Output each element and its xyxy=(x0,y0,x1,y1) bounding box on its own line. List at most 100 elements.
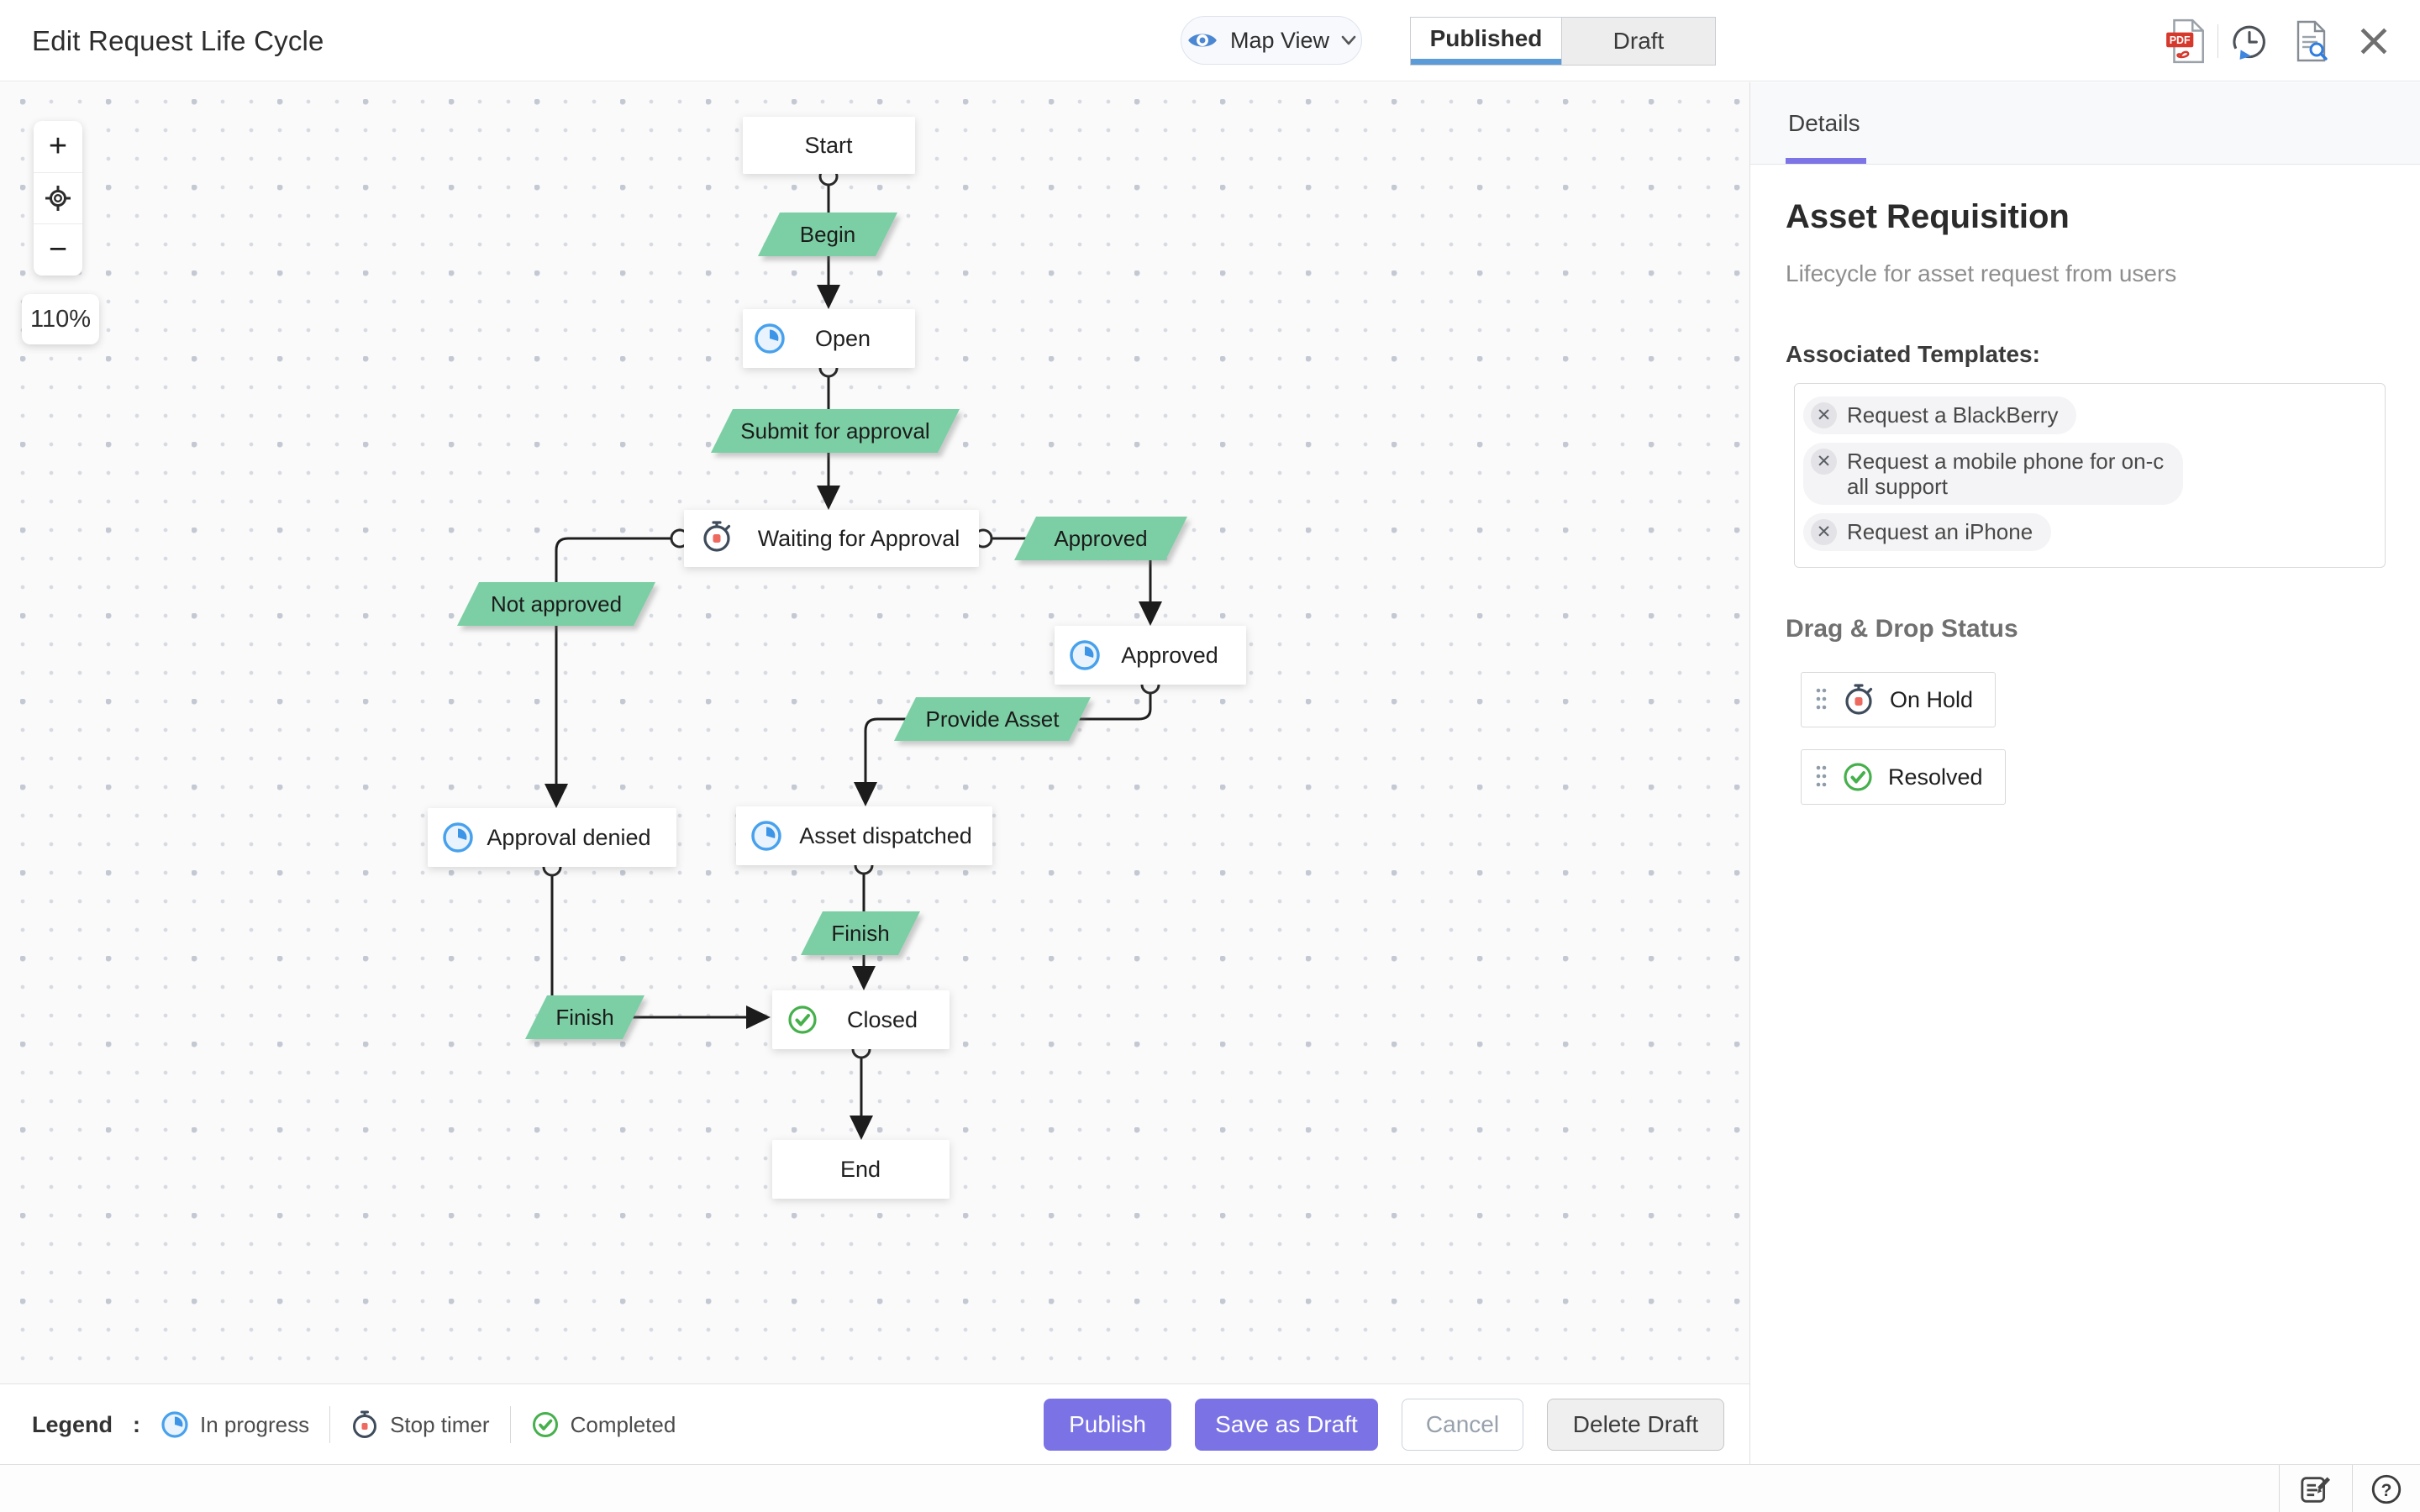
associated-templates-box[interactable]: ✕ Request a BlackBerry ✕ Request a mobil… xyxy=(1794,383,2386,568)
tab-details[interactable]: Details xyxy=(1788,110,1860,136)
node-label: Open xyxy=(815,326,871,351)
stop-timer-icon xyxy=(703,521,731,552)
node-end[interactable]: End xyxy=(772,1140,950,1199)
footer-divider xyxy=(2352,1465,2353,1512)
remove-template-icon[interactable]: ✕ xyxy=(1811,519,1837,545)
save-as-draft-button[interactable]: Save as Draft xyxy=(1195,1399,1378,1451)
delete-draft-button[interactable]: Delete Draft xyxy=(1547,1399,1724,1451)
legend-colon: : xyxy=(133,1411,141,1437)
document-search-icon xyxy=(2296,20,2328,61)
in-progress-icon xyxy=(755,323,785,354)
close-icon xyxy=(2360,28,2387,54)
transition-not-approved[interactable]: Not approved xyxy=(457,582,655,626)
in-progress-icon xyxy=(1070,640,1100,670)
transition-finish-right[interactable]: Finish xyxy=(801,911,920,955)
zoom-in-button[interactable]: + xyxy=(48,128,68,164)
transition-finish-left[interactable]: Finish xyxy=(525,995,644,1039)
history-button[interactable] xyxy=(2218,0,2281,81)
legend: Legend : In progress Stop timer xyxy=(32,1384,676,1465)
center-target-icon xyxy=(45,186,71,211)
legend-item-label: Stop timer xyxy=(390,1411,490,1437)
flowchart: Begin Submit for approval Approved Not a… xyxy=(428,117,1246,1199)
legend-divider xyxy=(329,1406,331,1443)
draggable-status-on-hold[interactable]: On Hold xyxy=(1801,672,1996,727)
transition-label: Finish xyxy=(555,1005,613,1030)
completed-icon xyxy=(788,1005,817,1034)
edge-waiting-denied xyxy=(555,537,672,786)
eye-icon xyxy=(1188,34,1217,47)
in-progress-icon xyxy=(161,1411,188,1438)
node-label: End xyxy=(840,1157,881,1182)
node-waiting-for-approval[interactable]: Waiting for Approval xyxy=(684,510,979,567)
transition-label: Begin xyxy=(800,222,856,247)
legend-item-stop-timer: Stop timer xyxy=(350,1409,490,1441)
node-closed[interactable]: Closed xyxy=(772,990,950,1049)
legend-item-completed: Completed xyxy=(531,1410,676,1439)
template-chip-label: Request a BlackBerry xyxy=(1847,402,2059,428)
node-open[interactable]: Open xyxy=(743,309,915,368)
view-selector[interactable]: Map View xyxy=(1181,16,1362,65)
bottom-action-bar: Legend : In progress Stop timer xyxy=(0,1383,1749,1464)
status-label: Resolved xyxy=(1888,764,1983,790)
zoom-controls: + − xyxy=(34,121,82,276)
node-label: Asset dispatched xyxy=(799,823,972,848)
stop-timer-icon xyxy=(353,1410,377,1438)
remove-template-icon[interactable]: ✕ xyxy=(1811,402,1837,428)
top-bar: Edit Request Life Cycle Map View Publish… xyxy=(0,0,2420,81)
draggable-status-resolved[interactable]: Resolved xyxy=(1801,749,2006,805)
action-buttons: Publish Save as Draft Cancel Delete Draf… xyxy=(1044,1399,1724,1451)
associated-templates-label: Associated Templates: xyxy=(1786,341,2040,367)
publish-button[interactable]: Publish xyxy=(1044,1399,1171,1451)
help-icon: ? xyxy=(2371,1474,2402,1504)
completed-icon xyxy=(532,1412,558,1437)
close-button[interactable] xyxy=(2343,0,2405,81)
transition-label: Submit for approval xyxy=(740,418,929,444)
flowchart-canvas[interactable]: + − 110% xyxy=(0,82,1749,1383)
details-panel-body: Asset Requisition Lifecycle for asset re… xyxy=(1750,165,2420,805)
legend-item-label: Completed xyxy=(570,1411,676,1437)
in-progress-icon xyxy=(751,821,781,851)
transition-provide-asset[interactable]: Provide Asset xyxy=(894,697,1091,741)
lifecycle-description: Lifecycle for asset request from users xyxy=(1786,260,2177,286)
node-start[interactable]: Start xyxy=(743,117,915,174)
legend-item-in-progress: In progress xyxy=(160,1410,309,1439)
page-title: Edit Request Life Cycle xyxy=(32,24,324,56)
node-asset-dispatched[interactable]: Asset dispatched xyxy=(736,806,992,865)
transition-submit-for-approval[interactable]: Submit for approval xyxy=(711,409,960,453)
node-label: Closed xyxy=(847,1007,918,1032)
tab-published[interactable]: Published xyxy=(1411,18,1561,65)
cancel-button[interactable]: Cancel xyxy=(1402,1399,1523,1451)
tab-draft[interactable]: Draft xyxy=(1561,18,1715,65)
details-panel: Details Asset Requisition Lifecycle for … xyxy=(1749,82,2420,1464)
zoom-out-button[interactable]: − xyxy=(34,223,82,276)
transition-label: Approved xyxy=(1054,526,1147,551)
drag-handle-icon xyxy=(1816,688,1827,710)
remove-template-icon[interactable]: ✕ xyxy=(1811,449,1837,475)
node-label: Approval denied xyxy=(487,825,650,850)
feedback-button[interactable] xyxy=(2283,1465,2350,1512)
stop-timer-icon xyxy=(1845,684,1873,715)
nodes: Start Open xyxy=(428,117,1246,1199)
footer-strip: ? xyxy=(0,1464,2420,1512)
preview-document-button[interactable] xyxy=(2281,0,2343,81)
transition-label: Finish xyxy=(831,921,889,946)
legend-item-label: In progress xyxy=(200,1411,310,1437)
tab-details-underline xyxy=(1786,158,1866,164)
edit-note-icon xyxy=(2301,1476,2331,1503)
svg-text:PDF: PDF xyxy=(2170,34,2191,46)
transition-label: Not approved xyxy=(491,591,622,617)
template-chip: ✕ Request an iPhone xyxy=(1803,513,2052,551)
status-label: On Hold xyxy=(1890,686,1974,712)
help-button[interactable]: ? xyxy=(2353,1465,2420,1512)
node-approval-denied[interactable]: Approval denied xyxy=(428,808,676,867)
fit-to-screen-button[interactable] xyxy=(34,171,82,224)
transition-approved[interactable]: Approved xyxy=(1014,517,1187,560)
node-approved[interactable]: Approved xyxy=(1055,626,1246,685)
transition-begin[interactable]: Begin xyxy=(758,213,897,256)
node-label: Waiting for Approval xyxy=(758,526,960,551)
chevron-down-icon xyxy=(1341,35,1356,45)
export-pdf-button[interactable]: PDF xyxy=(2155,0,2217,81)
node-label: Approved xyxy=(1121,643,1218,668)
edge-provideasset-dispatched xyxy=(864,717,907,785)
